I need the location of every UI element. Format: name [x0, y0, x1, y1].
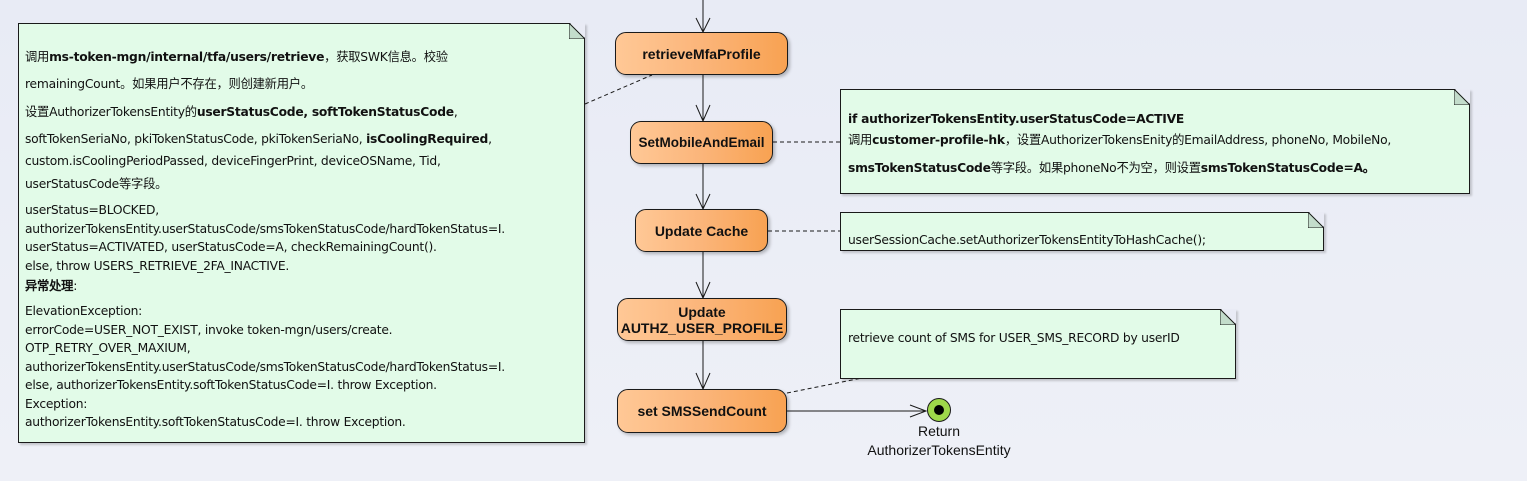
note-line: custom.isCoolingPeriodPassed, deviceFing… — [25, 154, 441, 168]
final-node-inner — [934, 405, 944, 415]
note-line: Exception: — [25, 396, 88, 411]
note-line: softTokenSeriaNo, pkiTokenStatusCode, pk… — [25, 132, 492, 146]
note-link-sms — [786, 377, 863, 394]
note-fold-corner — [1220, 309, 1236, 325]
action-label: retrieveMfaProfile — [642, 45, 761, 62]
action-label: Update Cache — [654, 222, 749, 239]
note-fold-corner — [1308, 212, 1324, 228]
note-line: userStatus=BLOCKED, — [25, 203, 159, 217]
final-label-line2: AuthorizerTokensEntity — [867, 442, 1011, 458]
note-line: remainingCount。如果用户不存在，则创建新用户。 — [25, 77, 313, 91]
note-text: userSessionCache.setAuthorizerTokensEnti… — [848, 233, 1206, 247]
note-set-mobile-and-email[interactable]: if authorizerTokensEntity.userStatusCode… — [840, 89, 1470, 194]
action-label: SetMobileAndEmail — [638, 134, 765, 150]
action-label-line1: Update — [678, 303, 726, 320]
note-line: 设置AuthorizerTokensEntity的userStatusCode,… — [25, 105, 458, 119]
action-set-mobile-and-email[interactable]: SetMobileAndEmail — [630, 121, 773, 164]
note-line: 调用customer-profile-hk，设置AuthorizerTokens… — [848, 133, 1392, 147]
note-line: if authorizerTokensEntity.userStatusCode… — [848, 112, 1185, 126]
note-line: errorCode=USER_NOT_EXIST, invoke token-m… — [25, 322, 393, 337]
note-link-retrieve — [584, 74, 653, 105]
note-retrieve-mfa-profile[interactable]: 调用ms-token-mgn/internal/tfa/users/retrie… — [18, 23, 585, 443]
note-line: ElevationException: — [25, 304, 143, 318]
final-label-line1: Return — [917, 423, 961, 439]
action-update-cache[interactable]: Update Cache — [635, 209, 768, 252]
note-line: userStatusCode等字段。 — [25, 177, 168, 191]
action-label-line2: AUTHZ_USER_PROFILE — [620, 319, 784, 336]
note-line: else, authorizerTokensEntity.softTokenSt… — [25, 378, 437, 392]
note-text: retrieve count of SMS for USER_SMS_RECOR… — [848, 331, 1180, 345]
note-fold-corner — [569, 23, 585, 39]
note-line: smsTokenStatusCode等字段。如果phoneNo不为空，则设置sm… — [848, 161, 1375, 175]
note-line: OTP_RETRY_OVER_MAXIUM, — [25, 341, 191, 355]
action-label: set SMSSendCount — [637, 403, 767, 419]
note-line: else, throw USERS_RETRIEVE_2FA_INACTIVE. — [25, 258, 289, 273]
note-set-sms-send-count[interactable]: retrieve count of SMS for USER_SMS_RECOR… — [840, 309, 1236, 379]
action-update-authz-user-profile[interactable]: Update AUTHZ_USER_PROFILE — [617, 298, 787, 341]
note-heading-exceptions: 异常处理: — [25, 279, 78, 293]
arrowhead-final — [909, 404, 928, 418]
note-line: userStatus=ACTIVATED, userStatusCode=A, … — [25, 240, 437, 254]
note-line: authorizerTokensEntity.userStatusCode/sm… — [25, 359, 505, 374]
final-node-label: Return AuthorizerTokensEntity — [839, 422, 1039, 460]
note-line: 调用ms-token-mgn/internal/tfa/users/retrie… — [25, 50, 448, 64]
note-line: authorizerTokensEntity.softTokenStatusCo… — [25, 415, 406, 429]
note-update-cache[interactable]: userSessionCache.setAuthorizerTokensEnti… — [840, 212, 1324, 251]
action-retrieve-mfa-profile[interactable]: retrieveMfaProfile — [615, 32, 788, 75]
note-fold-corner — [1454, 89, 1470, 105]
note-line: authorizerTokensEntity.userStatusCode/sm… — [25, 221, 505, 236]
action-set-sms-send-count[interactable]: set SMSSendCount — [617, 389, 787, 433]
